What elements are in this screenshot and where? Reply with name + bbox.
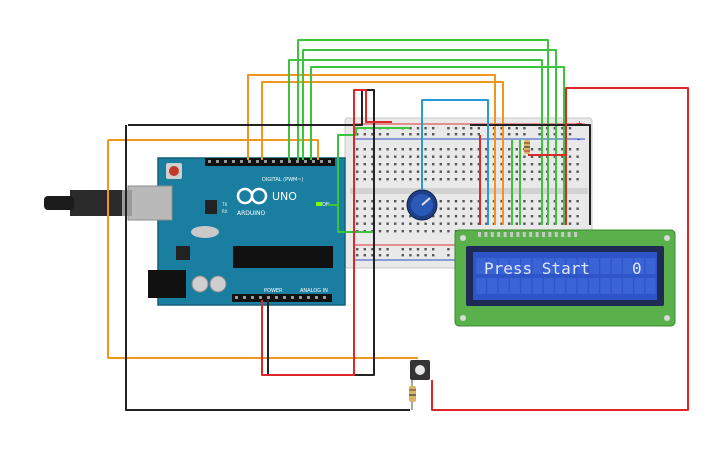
- wire-green-2: [302, 49, 557, 225]
- lcd-line1-text: Press Start: [484, 259, 590, 278]
- power-analog-header: [232, 294, 332, 302]
- push-button[interactable]: [410, 360, 430, 380]
- analog-header-label: ANALOG IN: [300, 288, 328, 294]
- potentiometer[interactable]: [406, 189, 438, 221]
- wire-green-3: [288, 59, 543, 225]
- wire-green-4: [310, 66, 565, 225]
- lcd-counter-text: 0: [632, 259, 642, 278]
- wire-red-2: [431, 87, 689, 411]
- reset-button[interactable]: [169, 166, 179, 176]
- breadboard-plus-label: +: [576, 119, 583, 128]
- arduino-logo-icon: [236, 187, 268, 205]
- lcd-module[interactable]: Press Start 0: [454, 229, 676, 327]
- rx-label: RX: [222, 209, 228, 214]
- wire-black-3: [470, 124, 591, 225]
- capacitor-2: [209, 275, 227, 293]
- atmega-chip: [233, 246, 333, 268]
- wire-orange-4: [261, 81, 504, 225]
- digital-header-label: DIGITAL (PWM~): [262, 177, 304, 183]
- button-resistor[interactable]: [409, 380, 416, 410]
- breadboard-minus-label: -: [577, 135, 580, 145]
- tx-label: TX: [221, 202, 227, 207]
- wire-green-1: [297, 39, 549, 225]
- arduino-model-text: UNO: [272, 190, 297, 203]
- breadboard-resistor[interactable]: [524, 140, 530, 154]
- usb-connector: [127, 185, 173, 221]
- wire-black-2: [125, 125, 410, 411]
- digital-header: [205, 158, 335, 166]
- wire-orange-2: [108, 139, 319, 160]
- power-header-label: POWER: [264, 288, 283, 294]
- wire-red-1: [261, 89, 392, 376]
- on-led-label: ON: [322, 202, 330, 208]
- wire-orange-1: [107, 140, 418, 359]
- wire-green-5: [328, 204, 374, 233]
- usb-cable[interactable]: [44, 190, 122, 216]
- capacitor-1: [191, 275, 209, 293]
- power-jack: [148, 270, 186, 298]
- arduino-uno-board[interactable]: ARDUINO UNO DIGITAL (PWM~) POWER ANALOG …: [120, 157, 346, 306]
- wire-blue-1: [421, 99, 489, 225]
- arduino-brand-text: ARDUINO: [237, 210, 266, 217]
- wire-orange-3: [247, 74, 496, 225]
- on-led: [316, 202, 322, 206]
- wires: [107, 39, 689, 411]
